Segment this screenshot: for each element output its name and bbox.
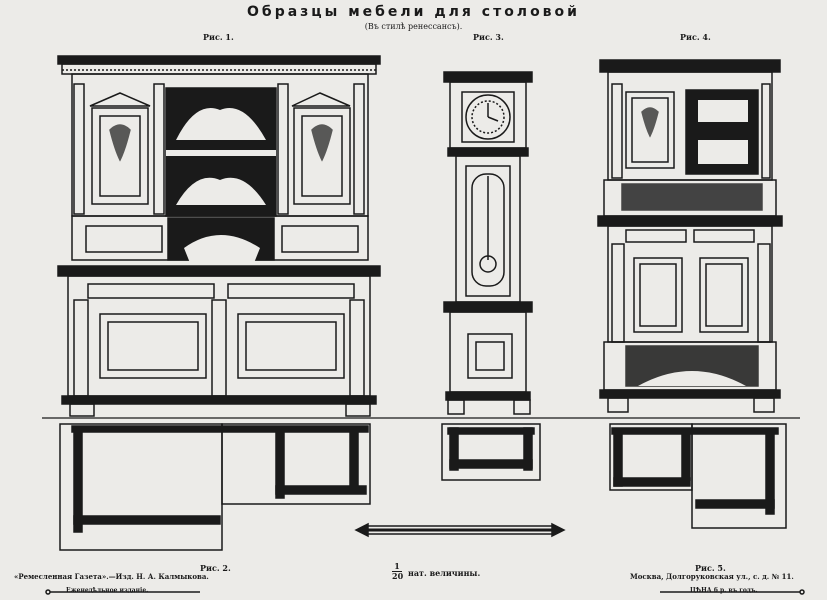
- footer-price: ЦѢНА 6 р. въ годъ.: [690, 587, 758, 594]
- scale-fraction: 1 20: [392, 561, 404, 581]
- fig4-label: Рис. 4.: [680, 32, 711, 42]
- fig3-label: Рис. 3.: [473, 32, 504, 42]
- plan-drawings: [59, 423, 787, 551]
- page-title: Образцы мебели для столовой: [247, 4, 580, 20]
- fig5-label: Рис. 5.: [695, 563, 726, 573]
- scale-denominator: 20: [392, 571, 404, 581]
- scale-numerator: 1: [394, 561, 400, 571]
- page-subtitle: (Въ стилѣ ренессансъ).: [364, 22, 463, 31]
- clock-drawing: [443, 71, 533, 415]
- scale-text: нат. величины.: [408, 568, 481, 578]
- scale-bar: [354, 522, 566, 538]
- fig2-label: Рис. 2.: [200, 563, 231, 573]
- footer-publisher: «Ремесленная Газета».—Изд. Н. А. Калмыко…: [14, 572, 209, 581]
- footer-frequency: Еженедѣльное изданіе.: [66, 587, 149, 594]
- buffet-drawing: [57, 55, 381, 417]
- cabinet-drawing: [597, 59, 783, 413]
- fig1-label: Рис. 1.: [203, 32, 234, 42]
- footer-address: Москва, Долгоруковская ул., с. д. № 11.: [630, 572, 794, 581]
